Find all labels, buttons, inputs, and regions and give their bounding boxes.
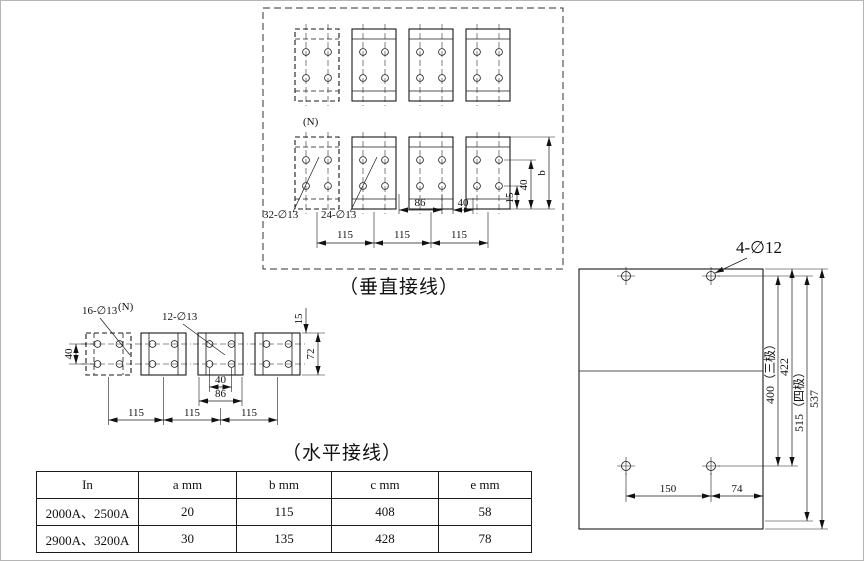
cell-b: 115: [236, 498, 332, 526]
dim-label-74: 74: [732, 483, 744, 495]
dim-label-24-holes: 24-∅13: [321, 209, 357, 221]
dim-label-15: 15: [504, 192, 516, 204]
neutral-pole-label: (N): [118, 301, 134, 313]
terminal-pads-row: [80, 332, 306, 376]
dimension-table: In a mm b mm c mm e mm 2000A、2500A 20 11…: [36, 471, 532, 553]
table-row: 2900A、3200A 30 135 428 78: [36, 525, 532, 553]
dim-label-422: 422: [777, 358, 791, 376]
dim-40: 40: [452, 197, 474, 214]
cell-rating: 2900A、3200A: [36, 525, 139, 553]
cell-e: 78: [438, 525, 532, 553]
dim-label-40-side: 40: [518, 179, 530, 191]
dim-label-72: 72: [305, 349, 317, 360]
pitch-dims: 115 115 115: [316, 212, 489, 248]
side-dims: 15 40 b: [504, 136, 555, 210]
dashed-boundary: [262, 7, 564, 270]
dim-label-40: 40: [215, 374, 227, 386]
horizontal-caption: （水平接线）: [282, 443, 403, 464]
cell-rating: 2000A、2500A: [36, 498, 139, 526]
col-header-in: In: [36, 471, 139, 499]
vertical-connection-diagram: (N) 32-∅13 24-∅13 86 40 15: [262, 7, 564, 270]
col-header-c: c mm: [331, 471, 439, 499]
cell-b: 135: [236, 525, 332, 553]
dim-label-537: 537: [807, 390, 821, 408]
vertical-dims: 400（三极） 422 515（四极） 537: [718, 268, 828, 530]
dim-label-515: 515（四极）: [792, 366, 806, 432]
cell-e: 58: [438, 498, 532, 526]
cell-c: 428: [331, 525, 439, 553]
dim-label-16-holes: 16-∅13: [82, 305, 118, 317]
dim-label-4-holes: 4-∅12: [736, 238, 782, 257]
panel-outline: [578, 268, 764, 530]
horizontal-dims: 150 74: [625, 473, 763, 502]
terminal-pads-bottom-row: [294, 131, 511, 215]
hole-callouts: 16-∅13 (N) 12-∅13: [82, 301, 226, 356]
side-dims-right: 15 72: [293, 308, 325, 376]
vertical-caption: （垂直接线）: [339, 277, 460, 298]
col-header-a: a mm: [138, 471, 237, 499]
cell-a: 20: [138, 498, 237, 526]
hole-callouts: 32-∅13 24-∅13: [263, 156, 378, 221]
col-header-b: b mm: [236, 471, 332, 499]
dim-label-400: 400（三极）: [763, 338, 777, 404]
dim-label-15: 15: [293, 313, 305, 325]
dim-label-pitch-2: 115: [394, 229, 411, 241]
dim-label-pitch-3: 115: [241, 407, 258, 419]
dim-label-86: 86: [215, 388, 227, 400]
neutral-pole-label: (N): [303, 116, 319, 128]
dim-label-pitch-1: 115: [337, 229, 354, 241]
mounting-panel-diagram: 4-∅12 400（三极） 422 515（四极）: [578, 238, 828, 530]
mounting-holes: [617, 267, 720, 475]
cell-a: 30: [138, 525, 237, 553]
col-header-e: e mm: [438, 471, 532, 499]
dim-label-12-holes: 12-∅13: [162, 311, 198, 323]
terminal-pads-top-row: [294, 23, 511, 107]
dim-40-86: 40 86: [198, 368, 243, 406]
dim-label-86: 86: [415, 197, 427, 209]
dim-label-pitch-2: 115: [184, 407, 201, 419]
dim-label-40-left: 40: [63, 348, 75, 360]
dim-label-pitch-3: 115: [451, 229, 468, 241]
table-header-row: In a mm b mm c mm e mm: [36, 471, 532, 499]
cell-c: 408: [331, 498, 439, 526]
dim-label-150: 150: [660, 483, 677, 495]
dim-label-40: 40: [458, 197, 470, 209]
pitch-dims: 115 115 115: [108, 377, 278, 425]
horizontal-connection-diagram: 16-∅13 (N) 12-∅13 40 15 72 40: [63, 301, 325, 425]
table-row: 2000A、2500A 20 115 408 58: [36, 498, 532, 526]
dim-label-b: b: [536, 170, 548, 176]
dim-label-pitch-1: 115: [128, 407, 145, 419]
dim-40-left: 40: [63, 343, 94, 365]
dim-label-32-holes: 32-∅13: [263, 209, 299, 221]
dim-86: 86: [398, 194, 443, 214]
